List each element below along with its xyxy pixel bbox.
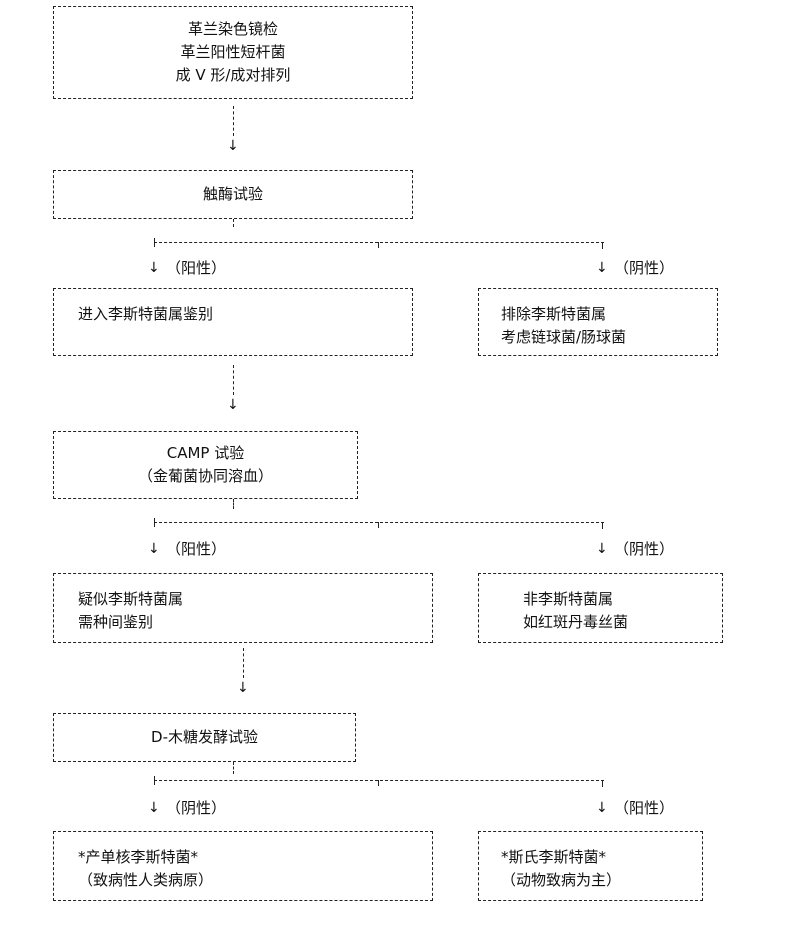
down-arrow-icon: ↓ <box>237 680 249 696</box>
box-line: 进入李斯特菌属鉴别 <box>78 305 214 323</box>
box-line: CAMP 试验 <box>166 444 245 462</box>
catalase-positive-label: （阳性） <box>166 259 227 277</box>
branch-horizontal-line <box>154 780 604 781</box>
box-line: *产单核李斯特菌* <box>78 848 199 866</box>
box-line: （金葡菌协同溶血） <box>137 467 273 485</box>
connector-line <box>243 648 244 678</box>
box-line: 革兰染色镜检 <box>187 20 278 38</box>
listeria-identification-box: 进入李斯特菌属鉴别 <box>53 288 413 356</box>
box-line: （致病性人类病原） <box>78 871 214 889</box>
box-line: *斯氏李斯特菌* <box>501 848 607 866</box>
non-listeria-box: 非李斯特菌属 如红斑丹毒丝菌 <box>478 573 723 643</box>
ivanovii-box: *斯氏李斯特菌* （动物致病为主） <box>478 831 703 901</box>
box-line: （动物致病为主） <box>501 871 622 889</box>
branch-right-tick <box>602 522 603 529</box>
box-line: 考虑链球菌/肠球菌 <box>501 328 627 346</box>
branch-mid-tick <box>378 522 379 528</box>
box-line: 革兰阳性短杆菌 <box>180 43 286 61</box>
box-line: D-木糖发酵试验 <box>151 728 258 746</box>
connector-line <box>233 106 234 136</box>
box-line: 如红斑丹毒丝菌 <box>523 613 629 631</box>
gram-stain-box: 革兰染色镜检 革兰阳性短杆菌 成 V 形/成对排列 <box>53 6 413 99</box>
down-arrow-icon: ↓ <box>596 260 608 276</box>
suspected-listeria-box: 疑似李斯特菌属 需种间鉴别 <box>53 573 433 643</box>
down-arrow-icon: ↓ <box>227 397 239 413</box>
catalase-test-box: 触酶试验 <box>53 170 413 219</box>
down-arrow-icon: ↓ <box>148 800 160 816</box>
branch-mid-tick <box>378 780 379 786</box>
down-arrow-icon: ↓ <box>148 260 160 276</box>
box-line: 需种间鉴别 <box>78 613 154 631</box>
down-arrow-icon: ↓ <box>148 541 160 557</box>
branch-horizontal-line <box>154 522 604 523</box>
down-arrow-icon: ↓ <box>227 138 239 154</box>
branch-stem-line <box>233 219 234 227</box>
camp-test-box: CAMP 试验 （金葡菌协同溶血） <box>53 431 358 499</box>
box-line: 成 V 形/成对排列 <box>175 66 291 84</box>
down-arrow-icon: ↓ <box>596 800 608 816</box>
xylose-test-box: D-木糖发酵试验 <box>53 713 356 762</box>
branch-right-tick <box>602 242 603 249</box>
branch-right-tick <box>602 780 603 787</box>
camp-negative-label: （阴性） <box>614 540 675 558</box>
branch-stem-line <box>233 762 234 774</box>
catalase-negative-label: （阴性） <box>614 259 675 277</box>
down-arrow-icon: ↓ <box>596 541 608 557</box>
branch-horizontal-line <box>154 242 604 243</box>
branch-mid-tick <box>378 242 379 248</box>
box-line: 非李斯特菌属 <box>523 590 614 608</box>
camp-positive-label: （阳性） <box>166 540 227 558</box>
box-line: 排除李斯特菌属 <box>501 305 607 323</box>
box-line: 触酶试验 <box>202 185 263 203</box>
connector-line <box>233 365 234 395</box>
branch-stem-line <box>233 499 234 509</box>
xylose-positive-label: （阳性） <box>614 799 675 817</box>
exclude-listeria-box: 排除李斯特菌属 考虑链球菌/肠球菌 <box>478 288 718 356</box>
monocytogenes-box: *产单核李斯特菌* （致病性人类病原） <box>53 831 433 901</box>
box-line: 疑似李斯特菌属 <box>78 590 184 608</box>
xylose-negative-label: （阴性） <box>166 799 227 817</box>
